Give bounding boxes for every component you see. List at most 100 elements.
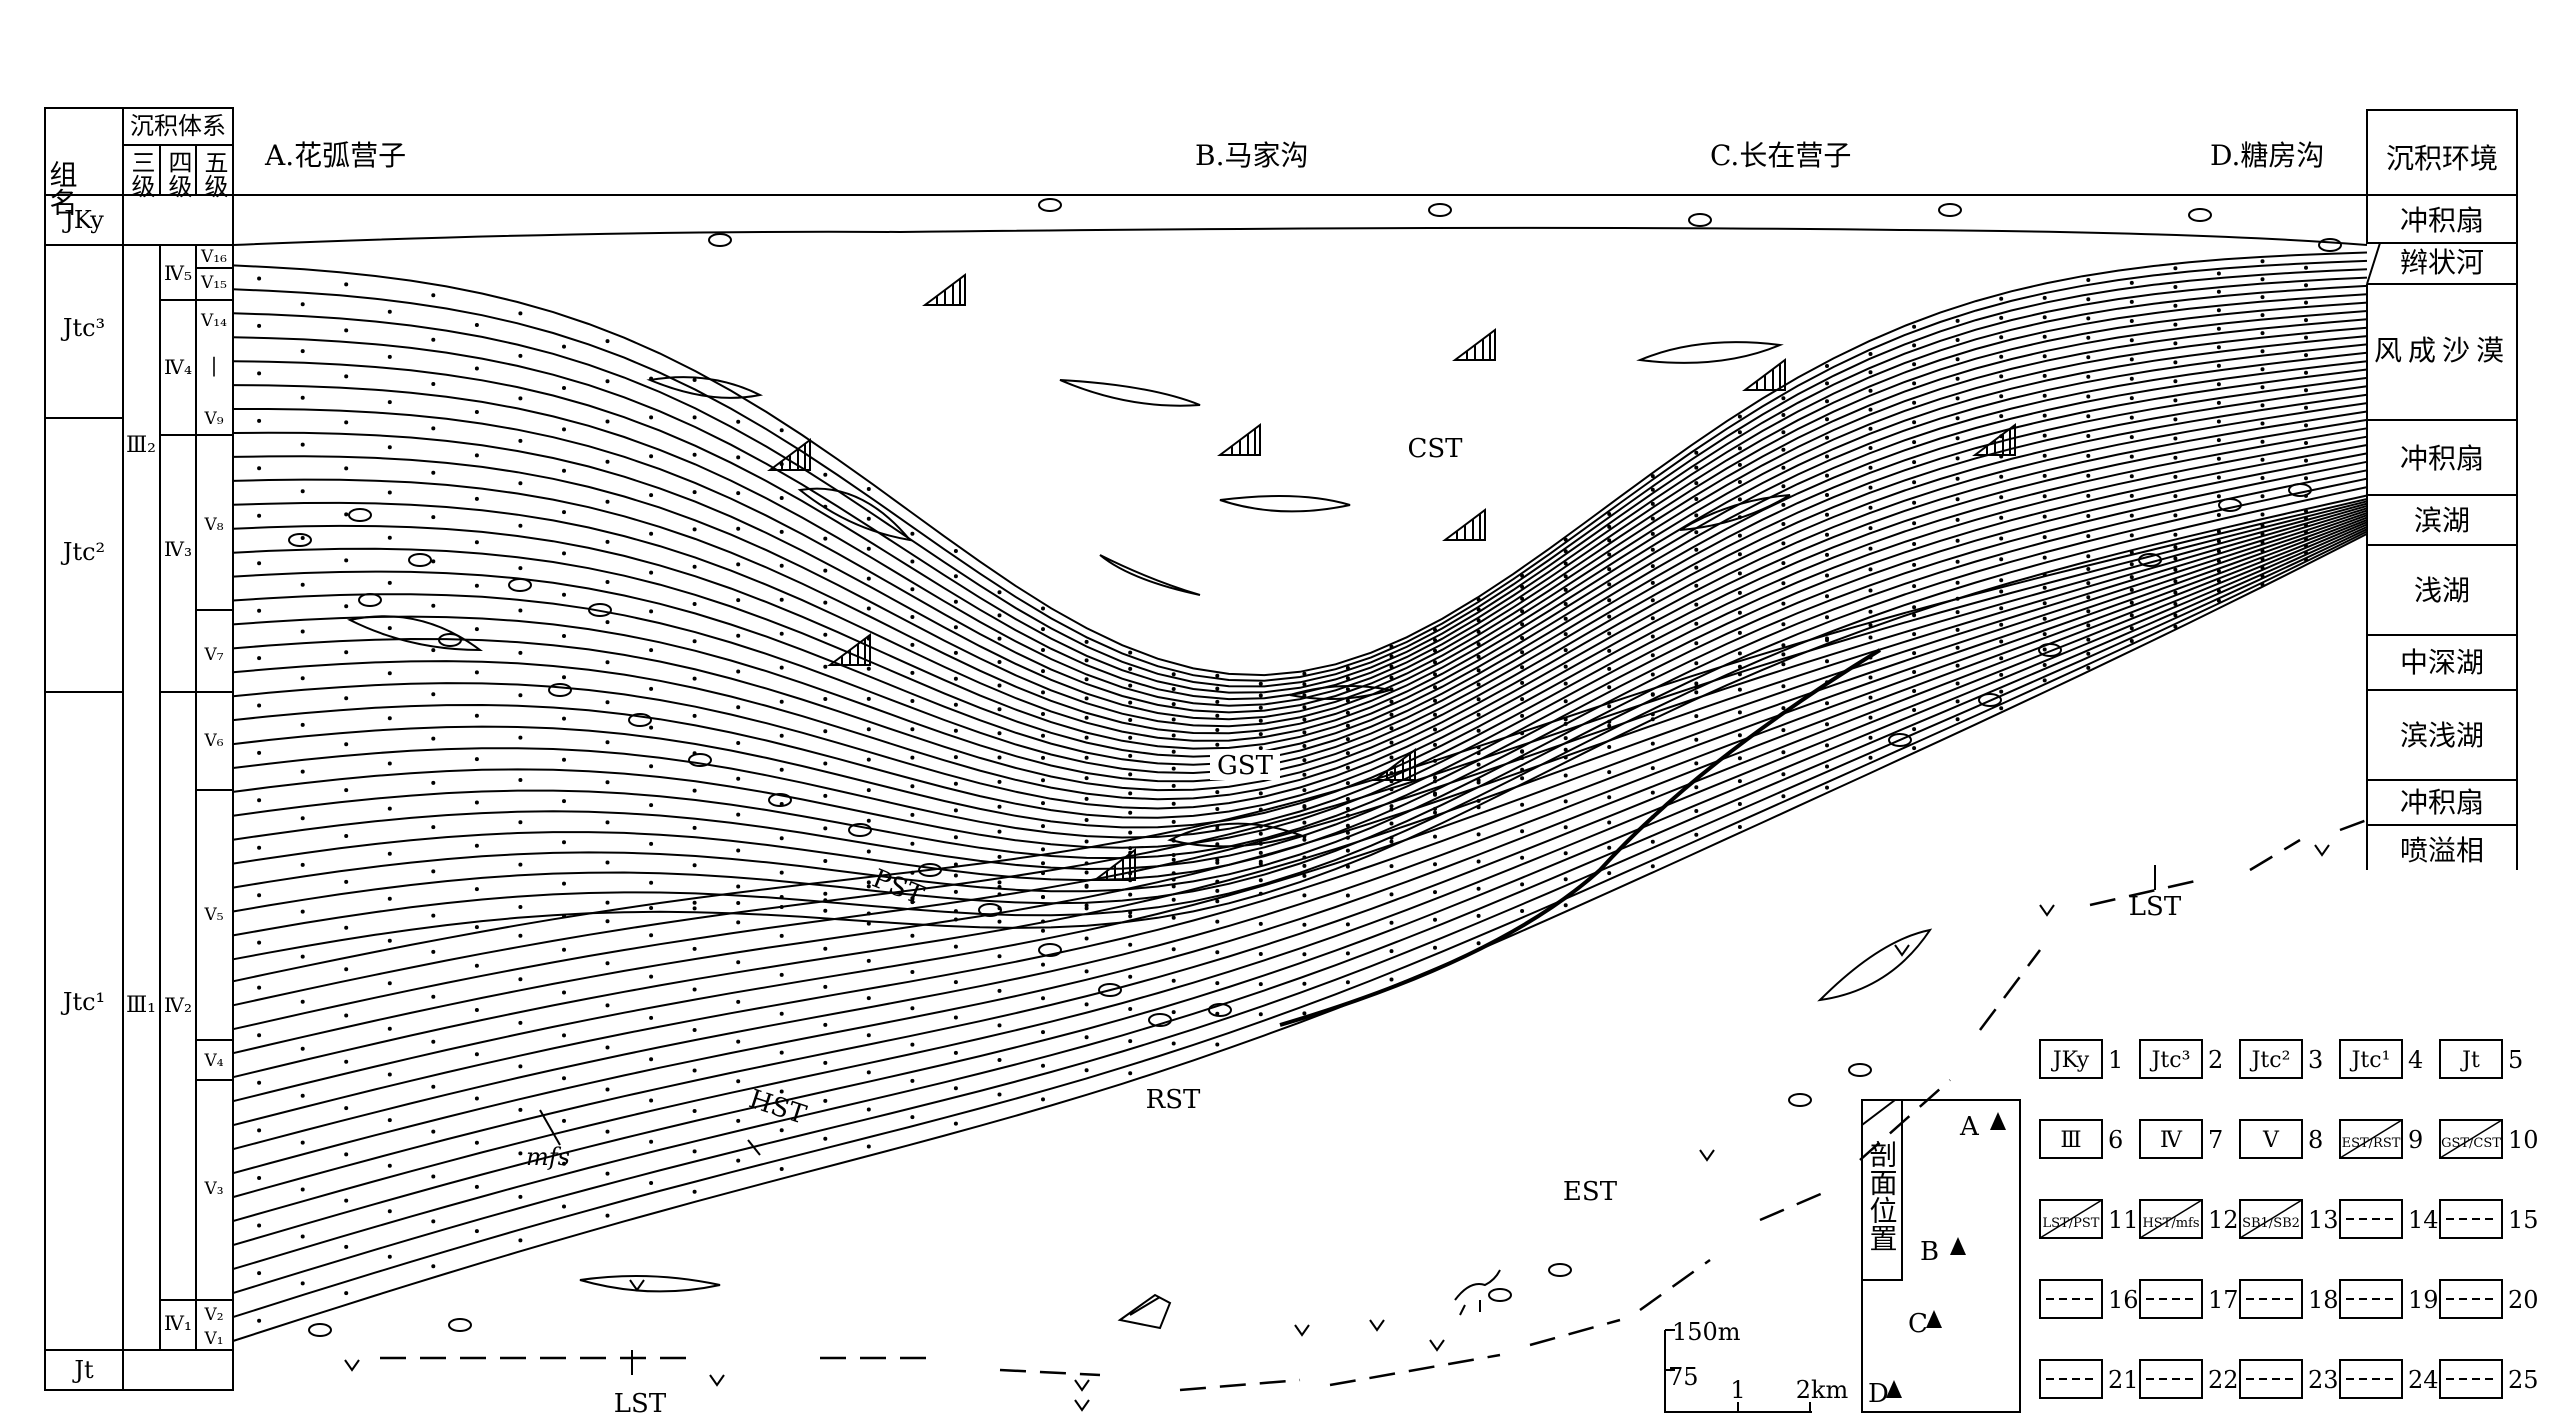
legend-swatch [2239, 1119, 2303, 1159]
sand-dot [1041, 895, 1045, 899]
sand-dot [1607, 538, 1612, 543]
sand-dot [562, 1076, 566, 1081]
cross-bedding-icon [767, 438, 811, 471]
sand-dot [387, 354, 392, 359]
sand-dot [823, 472, 828, 477]
sand-dot [1258, 681, 1263, 686]
sand-dot [1476, 832, 1481, 837]
sand-dot [2304, 405, 2308, 410]
sand-dot [1520, 665, 1525, 670]
sand-dot [1520, 756, 1525, 760]
sand-dot [1737, 672, 1742, 677]
sand-dot [1912, 440, 1917, 445]
sand-dot [387, 1118, 392, 1123]
sand-dot [257, 798, 262, 803]
sand-dot [649, 1098, 654, 1103]
pebble [918, 863, 942, 877]
sand-dot [2216, 598, 2221, 603]
sand-dot [2304, 537, 2308, 542]
sand-dot [1084, 903, 1089, 908]
sand-dot [1737, 651, 1742, 656]
sand-dot [1912, 500, 1917, 505]
sand-dot [1520, 767, 1525, 772]
legend-number: 12 [2208, 1206, 2239, 1234]
sand-dot [431, 692, 436, 697]
sand-dot [1476, 941, 1481, 946]
sand-dot [1345, 666, 1350, 670]
sand-dot [474, 757, 479, 762]
sand-dot [387, 938, 392, 943]
sand-dot [344, 742, 349, 747]
sand-dot [1171, 915, 1176, 920]
sand-dot [2304, 335, 2308, 340]
sand-dot [2042, 585, 2047, 590]
sand-dot [1694, 481, 1699, 486]
sand-dot [1999, 394, 2004, 399]
sand-dot [692, 490, 697, 495]
legend-label: Jtc² [2250, 1048, 2291, 1073]
sand-dot [474, 963, 479, 968]
sand-dot [300, 1234, 305, 1239]
inset-location-map: 剖面位置 A B C D [1861, 1099, 2021, 1413]
sand-dot [910, 1042, 915, 1047]
sand-dot [910, 933, 915, 938]
legend-swatch [2039, 1359, 2103, 1399]
sand-dot [779, 1128, 784, 1133]
stratum-line [232, 251, 2368, 677]
sand-dot [2173, 579, 2178, 584]
sand-dot [1041, 690, 1045, 695]
sand-dot [997, 707, 1002, 712]
sand-dot [1607, 770, 1612, 775]
sequence-boundary-surface [1279, 648, 1882, 1027]
sand-dot [1955, 476, 1960, 481]
sand-dot [1345, 980, 1350, 985]
sand-dot [2260, 313, 2265, 318]
sand-dot [2304, 370, 2308, 375]
sand-dot [2042, 453, 2047, 458]
sand-dot [1737, 779, 1742, 784]
sand-dot [692, 415, 697, 420]
sand-dot [1520, 802, 1525, 807]
sand-dot [1476, 618, 1481, 623]
pebble [1938, 203, 1962, 217]
sand-dot [1912, 562, 1917, 567]
sand-dot [1258, 693, 1263, 698]
sand-dot [1650, 531, 1655, 536]
sand-dot [997, 779, 1002, 784]
sand-dot [2129, 338, 2134, 343]
sand-dot [910, 727, 915, 732]
sand-dot [2304, 423, 2308, 428]
sand-dot [518, 650, 523, 655]
sand-dot [2129, 575, 2134, 580]
fourth-order-3: Ⅳ₃ [164, 537, 192, 561]
sand-dot [431, 949, 436, 954]
legend-diagonal [2339, 1119, 2403, 1159]
sand-dot [474, 540, 479, 545]
cross-bedding-icon [1452, 328, 1496, 361]
sand-dot [866, 921, 871, 926]
sand-dot [605, 660, 610, 665]
sand-dot [2042, 632, 2047, 637]
sand-dot [2216, 271, 2221, 276]
legend-number: 2 [2208, 1046, 2223, 1074]
sand-dot [2216, 539, 2221, 544]
legend-label: Jtc¹ [2350, 1048, 2391, 1073]
sand-dot [1694, 513, 1699, 518]
sand-dot [1999, 606, 2004, 611]
sand-dot [1041, 627, 1045, 632]
sand-dot [431, 293, 436, 298]
pebble [2188, 208, 2212, 222]
sand-dot [1520, 776, 1525, 781]
sand-dot [779, 733, 784, 738]
sand-dot [1563, 903, 1568, 908]
sand-dot [1476, 668, 1481, 673]
sand-dot [2129, 513, 2134, 518]
sand-dot [736, 999, 741, 1004]
sand-dot [1345, 676, 1350, 681]
sand-dot [300, 862, 305, 867]
legend-number: 4 [2408, 1046, 2423, 1074]
pebble [2288, 483, 2312, 497]
sand-dot [2086, 473, 2091, 478]
sand-dot [1041, 778, 1045, 783]
